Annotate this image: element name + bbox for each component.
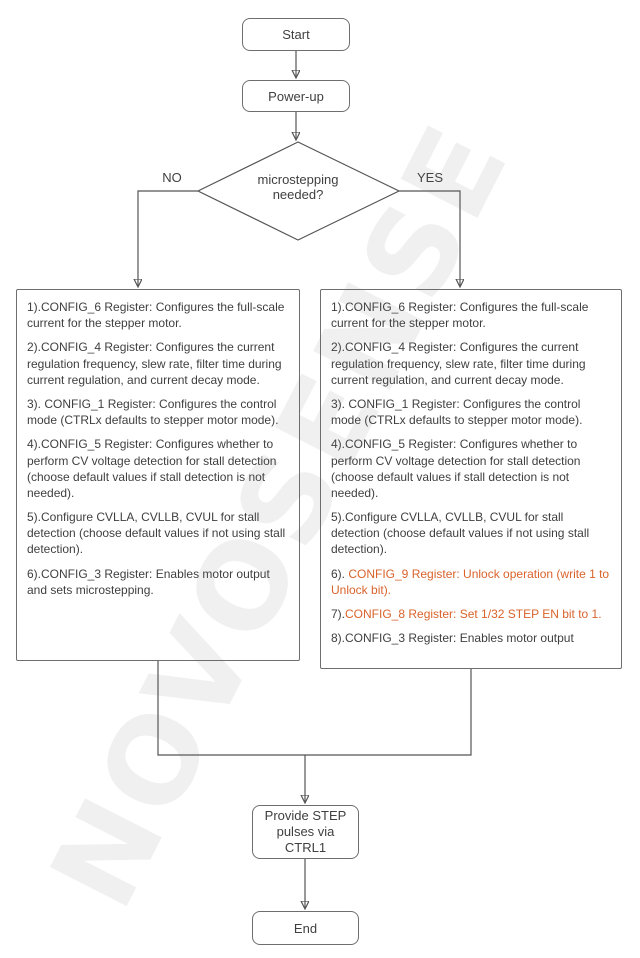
step-item: 2).CONFIG_4 Register: Configures the cur… bbox=[331, 339, 611, 388]
step-number: 8). bbox=[331, 631, 346, 646]
step-text: CONFIG_4 Register: Configures the curren… bbox=[27, 340, 282, 387]
yes-branch-label: YES bbox=[416, 170, 443, 185]
step-item: 1).CONFIG_6 Register: Configures the ful… bbox=[27, 299, 289, 331]
step-number: 1). bbox=[27, 300, 42, 314]
yes-branch-steps-box: 1).CONFIG_6 Register: Configures the ful… bbox=[320, 289, 622, 669]
arrow-yes-branch bbox=[399, 190, 460, 286]
step-text: CONFIG_3 Register: Enables motor output … bbox=[27, 566, 270, 597]
step-number: 5). bbox=[27, 510, 42, 525]
step-item: 7).CONFIG_8 Register: Set 1/32 STEP EN b… bbox=[331, 606, 611, 622]
step-number: 3). bbox=[331, 396, 349, 411]
step-text: CONFIG_1 Register: Configures the contro… bbox=[27, 396, 279, 428]
step-item: 3). CONFIG_1 Register: Configures the co… bbox=[331, 396, 611, 428]
start-label: Start bbox=[282, 27, 310, 42]
step-text: CONFIG_5 Register: Configures whether to… bbox=[27, 437, 277, 500]
powerup-label: Power-up bbox=[268, 88, 324, 104]
step-item: 4).CONFIG_5 Register: Configures whether… bbox=[331, 436, 611, 501]
yes-branch-steps-list: 1).CONFIG_6 Register: Configures the ful… bbox=[331, 299, 611, 646]
step-item: 2).CONFIG_4 Register: Configures the cur… bbox=[27, 339, 289, 388]
provide-step-label: Provide STEP pulses via CTRL1 bbox=[264, 807, 347, 856]
end-label: End bbox=[293, 920, 318, 936]
step-text: CONFIG_6 Register: Configures the full-s… bbox=[27, 300, 285, 331]
step-item: 1).CONFIG_6 Register: Configures the ful… bbox=[331, 299, 611, 331]
step-item: 3). CONFIG_1 Register: Configures the co… bbox=[27, 396, 289, 428]
powerup-node: Power-up bbox=[242, 80, 350, 112]
step-text: CONFIG_1 Register: Configures the contro… bbox=[331, 396, 583, 428]
no-branch-steps-list: 1).CONFIG_6 Register: Configures the ful… bbox=[27, 299, 289, 598]
arrow-no-branch bbox=[138, 190, 198, 286]
step-number: 2). bbox=[331, 340, 346, 355]
step-text: CONFIG_8 Register: Set 1/32 STEP EN bit … bbox=[345, 607, 602, 621]
step-text: CONFIG_9 Register: Unlock operation (wri… bbox=[331, 566, 610, 597]
step-number: 5). bbox=[331, 510, 346, 525]
step-text: CONFIG_5 Register: Configures whether to… bbox=[331, 437, 581, 500]
no-branch-label: NO bbox=[162, 170, 182, 185]
step-text: Configure CVLLA, CVLLB, CVUL for stall d… bbox=[27, 510, 286, 557]
step-number: 6). bbox=[27, 566, 42, 581]
step-number: 4). bbox=[331, 437, 346, 452]
end-node: End bbox=[252, 911, 359, 945]
step-item: 4).CONFIG_5 Register: Configures whether… bbox=[27, 436, 289, 501]
step-text: CONFIG_6 Register: Configures the full-s… bbox=[331, 300, 589, 331]
step-number: 3). bbox=[27, 396, 45, 411]
step-number: 4). bbox=[27, 437, 42, 452]
step-number: 1). bbox=[331, 300, 346, 314]
step-text: CONFIG_3 Register: Enables motor output bbox=[345, 631, 574, 646]
merge-connector bbox=[157, 640, 472, 756]
step-item: 5).Configure CVLLA, CVLLB, CVUL for stal… bbox=[27, 509, 289, 558]
step-item: 5).Configure CVLLA, CVLLB, CVUL for stal… bbox=[331, 509, 611, 558]
step-number: 6). bbox=[331, 566, 349, 581]
step-number: 2). bbox=[27, 340, 42, 355]
step-number: 7). bbox=[331, 607, 346, 621]
step-item: 6). CONFIG_9 Register: Unlock operation … bbox=[331, 566, 611, 598]
step-text: CONFIG_4 Register: Configures the curren… bbox=[331, 340, 586, 387]
step-item: 6).CONFIG_3 Register: Enables motor outp… bbox=[27, 566, 289, 598]
provide-step-node: Provide STEP pulses via CTRL1 bbox=[252, 805, 359, 859]
step-text: Configure CVLLA, CVLLB, CVUL for stall d… bbox=[331, 510, 590, 557]
no-branch-steps-box: 1).CONFIG_6 Register: Configures the ful… bbox=[16, 289, 300, 661]
decision-label: microstepping needed? bbox=[257, 172, 339, 202]
start-node: Start bbox=[242, 18, 350, 51]
step-item: 8).CONFIG_3 Register: Enables motor outp… bbox=[331, 630, 611, 646]
